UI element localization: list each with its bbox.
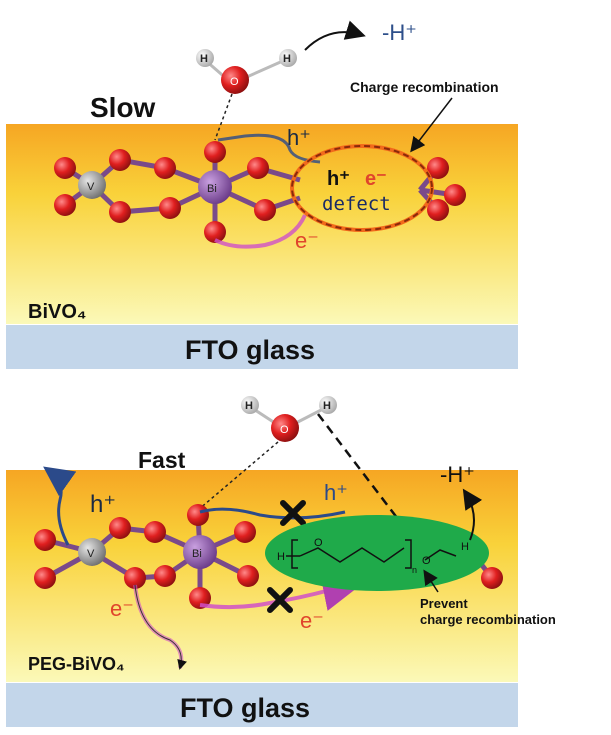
bismuth-atom (183, 535, 217, 569)
oxygen-atom (159, 197, 181, 219)
peg-h-right: H (461, 541, 469, 553)
peg-coating (265, 515, 489, 591)
oxygen-atom (109, 201, 131, 223)
oxygen-atom (54, 194, 76, 216)
prevent-callout-line2: charge recombination (420, 612, 556, 627)
electron-path-blocked (199, 571, 363, 611)
oxygen-atom (204, 221, 226, 243)
water-bond-dashed (214, 93, 233, 141)
water-oxygen-atom (271, 414, 299, 442)
hole-label: h⁺ (287, 125, 311, 150)
top-water: H H O (196, 49, 297, 141)
oxygen-atom (204, 141, 226, 163)
proton-label: -H⁺ (440, 462, 475, 487)
water-o-label: O (230, 76, 239, 88)
atom-bi-label: Bi (192, 548, 202, 560)
recombination-pointer (410, 97, 453, 153)
oxygen-atom (444, 184, 466, 206)
oxygen-atom (481, 567, 503, 589)
hole-label-blocked: h⁺ (324, 480, 348, 505)
oxygen-atom (154, 157, 176, 179)
oxygen-atom (254, 199, 276, 221)
speed-label-slow: Slow (90, 92, 156, 123)
electron-path-fto-line (134, 584, 187, 670)
peg-h-left: H (277, 551, 285, 563)
bottom-substrate (6, 683, 518, 727)
prevent-callout-line1: Prevent (420, 596, 468, 611)
vanadium-atom (78, 538, 106, 566)
oxygen-atom (427, 157, 449, 179)
proton-arrow (304, 20, 366, 51)
vanadium-atom (78, 171, 106, 199)
defect-label: defect (322, 193, 391, 215)
oxygen-atom (234, 521, 256, 543)
hydrogen-atom (196, 49, 214, 67)
recombination-callout: Charge recombination (350, 79, 499, 95)
electron-label-blocked: e⁻ (300, 608, 324, 633)
water-h-label: H (323, 400, 331, 412)
top-panel: V Bi H H O -H⁺ Slow h⁺ e⁻ h⁺ e⁻ def (6, 20, 518, 369)
electron-label: e⁻ (110, 596, 134, 621)
defect-hole-label: h⁺ (327, 168, 350, 190)
bismuth-atom (198, 170, 232, 204)
oxygen-atom (427, 199, 449, 221)
atom-bi-label: Bi (207, 183, 217, 195)
oxygen-atom (189, 587, 211, 609)
hole-label: h⁺ (90, 491, 116, 518)
water-h-label: H (200, 53, 208, 65)
water-oxygen-atom (221, 66, 249, 94)
oxygen-atom (247, 157, 269, 179)
electron-path (214, 214, 307, 249)
oxygen-atom (34, 567, 56, 589)
hole-path-v (43, 466, 77, 546)
peg-o-left: O (314, 537, 323, 549)
oxygen-atom (109, 517, 131, 539)
oxygen-atom (237, 565, 259, 587)
peg-structure (286, 539, 457, 569)
prevent-pointer (423, 569, 439, 593)
substrate-label: FTO glass (185, 335, 315, 365)
hydrogen-atom (241, 396, 259, 414)
defect-electron-label: e⁻ (365, 168, 387, 190)
hydrogen-atom (279, 49, 297, 67)
oxygen-atom (144, 521, 166, 543)
peg-n: n (412, 565, 417, 575)
top-film (6, 124, 518, 324)
proton-arrow (462, 488, 483, 541)
block-x-icon (280, 500, 306, 526)
proton-label: -H⁺ (382, 20, 417, 45)
electron-label: e⁻ (295, 228, 319, 253)
defect-site-dash (291, 145, 433, 231)
oxygen-atom (109, 149, 131, 171)
water-h-label: H (283, 53, 291, 65)
material-label: BiVO₄ (28, 301, 86, 323)
bottom-panel: H H O Fast (6, 396, 556, 727)
oxygen-atom (154, 565, 176, 587)
oxygen-atom (187, 504, 209, 526)
water-o-label: O (280, 424, 289, 436)
oxygen-atom (124, 567, 146, 589)
substrate-label: FTO glass (180, 693, 310, 723)
speed-label-fast: Fast (138, 447, 186, 473)
top-atoms: V Bi (54, 141, 466, 243)
atom-v-label: V (87, 181, 95, 193)
block-x-icon (267, 587, 293, 613)
water-h-label: H (245, 400, 253, 412)
top-substrate (6, 325, 518, 369)
hydrogen-atom (319, 396, 337, 414)
atom-v-label: V (87, 548, 95, 560)
oxygen-atom (34, 529, 56, 551)
oxygen-atom (54, 157, 76, 179)
material-label: PEG-BiVO₄ (28, 654, 125, 674)
bottom-atoms: V Bi (34, 504, 503, 609)
peg-o-right: O (422, 555, 431, 567)
hole-path-blocked (199, 507, 346, 520)
